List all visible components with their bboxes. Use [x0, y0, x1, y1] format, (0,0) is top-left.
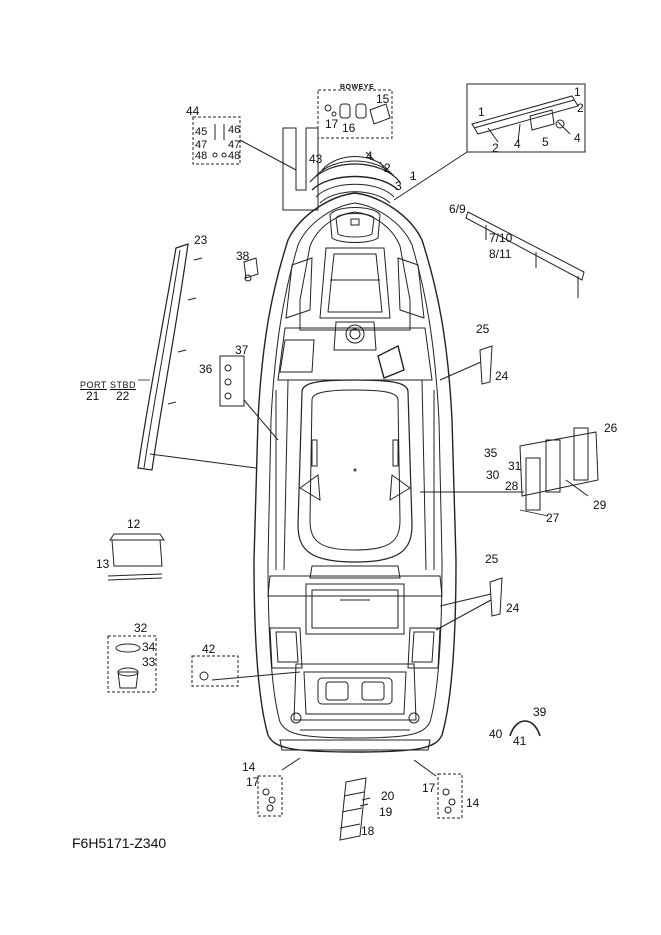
callout-1: 1 — [410, 169, 417, 183]
callout-4: 4 — [366, 149, 373, 163]
bow-rail-parts — [309, 151, 401, 183]
hull-deck — [253, 175, 457, 753]
port-label: PORT — [80, 380, 107, 390]
handle-part-43 — [239, 127, 319, 211]
callout-25: 25 — [485, 552, 499, 566]
stbd-label: STBD — [110, 380, 137, 390]
callout-7-10: 7/10 — [489, 231, 513, 245]
grab-rail-6-9 — [465, 211, 585, 298]
callout-4: 4 — [514, 137, 521, 151]
callout-17: 17 — [325, 117, 339, 131]
callout-26: 26 — [604, 421, 618, 435]
clip-38 — [243, 257, 259, 282]
diagram-code: F6H5171-Z340 — [72, 835, 167, 851]
callout-2: 2 — [577, 101, 584, 115]
callout-1: 1 — [478, 105, 485, 119]
callout-14: 14 — [242, 760, 256, 774]
callout-25: 25 — [476, 322, 490, 336]
side-rail-23 — [137, 243, 257, 471]
callout-37: 37 — [235, 343, 249, 357]
group-title-boweye: BOWEYE — [340, 84, 375, 91]
callout-12: 12 — [127, 517, 141, 531]
callout-5: 5 — [542, 135, 549, 149]
callout-44: 44 — [186, 104, 200, 118]
rub-rail-inset — [393, 83, 586, 201]
callout-23: 23 — [194, 233, 208, 247]
fastener-box-44 — [192, 116, 241, 165]
callout-40: 40 — [489, 727, 503, 741]
rod-holder-24-top — [439, 345, 493, 385]
callout-20: 20 — [381, 789, 395, 803]
cooler-12-13 — [107, 533, 165, 581]
callout-24: 24 — [495, 369, 509, 383]
callout-22: 22 — [116, 389, 130, 403]
hinge-36-37 — [219, 355, 279, 441]
callout-2: 2 — [384, 161, 391, 175]
callout-41: 41 — [513, 734, 527, 748]
callout-29: 29 — [593, 498, 607, 512]
callout-17: 17 — [422, 781, 436, 795]
callout-3: 3 — [395, 179, 402, 193]
callout-18: 18 — [361, 824, 375, 838]
bracket-42 — [191, 655, 301, 687]
callout-47: 47 — [195, 139, 208, 151]
callout-38: 38 — [236, 249, 250, 263]
callout-31: 31 — [508, 459, 522, 473]
callout-42: 42 — [202, 642, 216, 656]
callout-30: 30 — [486, 468, 500, 482]
callout-2: 2 — [492, 141, 499, 155]
callout-14: 14 — [466, 796, 480, 810]
callout-27: 27 — [546, 511, 560, 525]
callout-8-11: 8/11 — [489, 247, 512, 261]
callout-6-9: 6/9 — [449, 202, 466, 216]
callout-32: 32 — [134, 621, 148, 635]
rack-26-31 — [420, 427, 599, 511]
latch-14-right — [413, 759, 463, 819]
callout-1: 1 — [574, 85, 581, 99]
callout-19: 19 — [379, 805, 393, 819]
latch-14-left — [257, 757, 301, 817]
callout-4: 4 — [574, 131, 581, 145]
callout-13: 13 — [96, 557, 110, 571]
callout-45: 45 — [195, 126, 208, 138]
callout-36: 36 — [199, 362, 213, 376]
callout-28: 28 — [505, 479, 519, 493]
callout-33: 33 — [142, 655, 156, 669]
leader-lines — [138, 175, 549, 517]
rod-holder-24-bottom — [435, 577, 503, 631]
callout-15: 15 — [376, 92, 390, 106]
handle-39 — [509, 720, 541, 737]
callout-21: 21 — [86, 389, 100, 403]
callout-35: 35 — [484, 446, 498, 460]
callout-48: 48 — [228, 150, 241, 162]
callout-34: 34 — [142, 640, 156, 654]
callout-39: 39 — [533, 705, 547, 719]
callout-46: 46 — [228, 124, 241, 136]
cup-holder-32 — [107, 635, 157, 693]
callout-24: 24 — [506, 601, 520, 615]
callout-17: 17 — [246, 775, 260, 789]
callout-16: 16 — [342, 121, 356, 135]
ladder-18 — [339, 777, 371, 841]
callout-47: 47 — [228, 139, 241, 151]
callout-48: 48 — [195, 150, 208, 162]
callout-43: 43 — [309, 152, 323, 166]
boweye-parts — [317, 89, 393, 139]
